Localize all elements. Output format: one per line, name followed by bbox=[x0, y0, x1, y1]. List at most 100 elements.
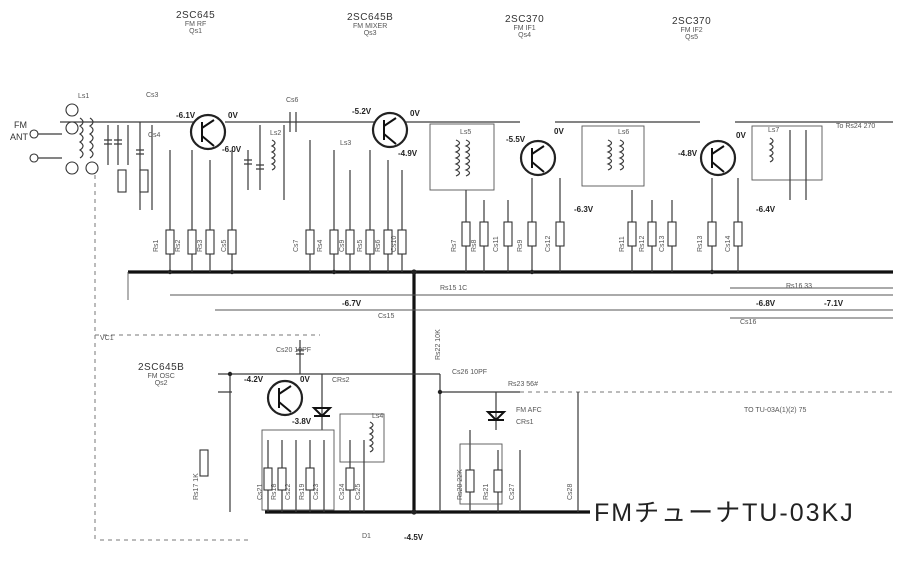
cs23-label: Cs23 bbox=[313, 484, 320, 500]
if1-bias-network bbox=[461, 178, 565, 272]
q2-ref: Qs2 bbox=[154, 380, 168, 387]
vc1-label: VC1 bbox=[100, 335, 114, 342]
cs28-label: Cs28 bbox=[567, 484, 574, 500]
rs21-label: Rs21 bbox=[483, 484, 490, 500]
ant-label-ant: ANT bbox=[10, 132, 29, 142]
q1-ref: Qs1 bbox=[189, 28, 202, 35]
res-label-rs8: Rs8 bbox=[471, 239, 478, 252]
diode-crs2 bbox=[311, 374, 333, 430]
q4-function: FM IF1 bbox=[513, 25, 536, 32]
volt-bus-3: -7.1V bbox=[824, 299, 844, 308]
cap-label-cs6: Cs6 bbox=[286, 97, 299, 104]
coil-label-ls6: Ls6 bbox=[618, 129, 629, 136]
if2-bias-network bbox=[627, 178, 743, 272]
volt-q2-base: -4.2V bbox=[244, 375, 264, 384]
coil-ls2 bbox=[244, 125, 285, 200]
volt-q5-emitter: -6.4V bbox=[756, 205, 776, 214]
cap-label-cs9: Cs9 bbox=[339, 239, 346, 252]
volt-q5-base: -4.8V bbox=[678, 149, 698, 158]
cap-label-cs11: Cs11 bbox=[493, 236, 500, 252]
cs21-label: Cs21 bbox=[257, 484, 264, 500]
res-label-rs6: Rs6 bbox=[375, 239, 382, 252]
coil-label-ls5: Ls5 bbox=[460, 129, 471, 136]
volt-bottom: -4.5V bbox=[404, 533, 424, 542]
rs20-label: Rs20 22K bbox=[457, 469, 464, 500]
coil-ls1 bbox=[78, 117, 94, 159]
coil-ls3 bbox=[305, 140, 407, 272]
res-label-rs1: Rs1 bbox=[153, 239, 160, 252]
coil-ls6 bbox=[581, 125, 645, 187]
q4-header: 2SC370 FM IF1 Qs4 bbox=[505, 14, 544, 39]
coil-label-ls2: Ls2 bbox=[270, 130, 281, 137]
coil-label-ls3: Ls3 bbox=[340, 140, 351, 147]
q1-function: FM RF bbox=[184, 21, 207, 28]
q3-ref: Qs3 bbox=[363, 30, 377, 37]
cs25-label: Cs25 bbox=[355, 484, 362, 500]
res-label-rs7: Rs7 bbox=[451, 239, 458, 252]
coil-ls4 bbox=[339, 413, 385, 463]
volt-q3-collector: 0V bbox=[410, 109, 420, 118]
to-amp-label: To Rs24 270 bbox=[836, 123, 875, 130]
cap-label-cs3: Cs3 bbox=[146, 92, 159, 99]
q1-bias-network bbox=[165, 150, 237, 272]
cap-label-cs10: Cs10 bbox=[391, 236, 398, 252]
volt-q5-collector: 0V bbox=[736, 131, 746, 140]
q1-part-number: 2SC645 bbox=[176, 10, 216, 21]
res-label-rs2: Rs2 bbox=[175, 239, 182, 252]
res-label-rs12: Rs12 bbox=[639, 236, 646, 252]
volt-q1-collector: 0V bbox=[228, 111, 238, 120]
osc-passives bbox=[199, 429, 365, 512]
volt-q2-emitter: -3.8V bbox=[292, 417, 312, 426]
res-label-rs4: Rs4 bbox=[317, 239, 324, 252]
q5-header: 2SC370 FM IF2 Qs5 bbox=[672, 16, 711, 41]
afc-diode-function: FM AFC bbox=[516, 407, 542, 414]
d1-label: D1 bbox=[362, 533, 371, 540]
q2-part-number: 2SC645B bbox=[138, 362, 185, 373]
coil-label-ls7: Ls7 bbox=[768, 127, 779, 134]
rs17-label: Rs17 1K bbox=[193, 473, 200, 500]
transistor-qs5 bbox=[699, 139, 737, 177]
q1-header: 2SC645 FM RF Qs1 bbox=[176, 10, 215, 35]
transistor-qs3 bbox=[371, 111, 409, 149]
cs24-label: Cs24 bbox=[339, 484, 346, 500]
input-capacitors bbox=[104, 122, 153, 210]
coil-ls7 bbox=[751, 125, 823, 200]
afc-diode-ref: CRs1 bbox=[516, 419, 534, 426]
rs15-label: Rs15 1C bbox=[440, 285, 467, 292]
rs19-label: Rs19 bbox=[299, 484, 306, 500]
cs20-leg bbox=[296, 340, 304, 374]
antenna-input bbox=[29, 103, 99, 175]
volt-q1-emitter: -6.0V bbox=[222, 145, 242, 154]
tuning-dash-line bbox=[94, 175, 320, 541]
res-label-rs11: Rs11 bbox=[619, 236, 626, 252]
rs16-label: Rs16 33 bbox=[786, 283, 812, 290]
cs27-label: Cs27 bbox=[509, 484, 516, 500]
to-right-label: TO TU-03A(1)(2) 75 bbox=[744, 407, 806, 414]
q3-header: 2SC645B FM MIXER Qs3 bbox=[347, 12, 393, 37]
ant-label-fm: FM bbox=[14, 120, 27, 130]
volt-q4-base: -5.5V bbox=[506, 135, 526, 144]
cap-label-cs16: Cs16 bbox=[740, 319, 756, 326]
cap-label-cs4: Cs4 bbox=[148, 132, 161, 139]
volt-q3-emitter: -4.9V bbox=[398, 149, 418, 158]
cap-label-cs14: Cs14 bbox=[725, 236, 732, 252]
rs22-label: Rs22 10K bbox=[435, 329, 442, 360]
volt-q1-base: -6.1V bbox=[176, 111, 196, 120]
junction-dots bbox=[167, 269, 715, 515]
res-label-rs9: Rs9 bbox=[517, 239, 524, 252]
osc-rail bbox=[218, 373, 441, 512]
secondary-rail bbox=[127, 272, 893, 300]
cs22-label: Cs22 bbox=[285, 484, 292, 500]
res-label-rs5: Rs5 bbox=[357, 239, 364, 252]
q3-function: FM MIXER bbox=[353, 23, 388, 30]
coil-label-ls4: Ls4 bbox=[372, 413, 383, 420]
rs18-label: Rs18 bbox=[271, 484, 278, 500]
cap-label-cs13: Cs13 bbox=[659, 236, 666, 252]
volt-bus-2: -6.8V bbox=[756, 299, 776, 308]
lower-rail bbox=[215, 309, 893, 319]
q5-function: FM IF2 bbox=[680, 27, 703, 34]
transistor-qs2 bbox=[266, 379, 304, 417]
volt-q3-base: -5.2V bbox=[352, 107, 372, 116]
q5-ref: Qs5 bbox=[685, 34, 698, 41]
